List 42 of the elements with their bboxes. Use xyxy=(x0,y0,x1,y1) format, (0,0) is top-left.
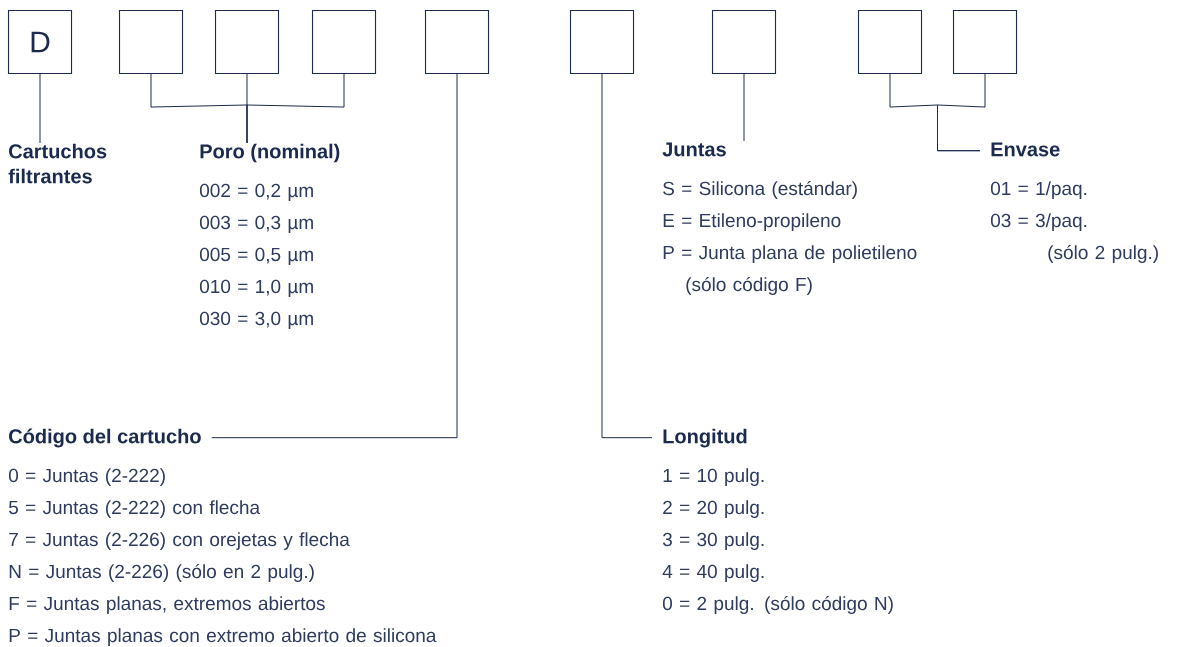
node-label: F = Juntas planas, extremos abiertos xyxy=(9,596,325,614)
node-label: 005 = 0,5 µm xyxy=(199,247,313,265)
heading: Juntas xyxy=(662,142,726,157)
node-label: 0 = Juntas (2-222) xyxy=(8,468,165,486)
option-list: 1 = 10 pulg. 2 = 20 pulg. 3 = 30 pulg. 4 = 40 pulg. 0 = 2 pulg. (sólo código N) xyxy=(662,468,893,614)
empty-box xyxy=(311,9,377,75)
node-label: 010 = 1,0 µm xyxy=(199,279,313,297)
heading: Poro (nominal) xyxy=(200,143,340,163)
connector-line xyxy=(743,73,745,142)
empty-box xyxy=(711,9,777,75)
node-label: N = Juntas (2-226) (sólo en 2 pulg.) xyxy=(9,564,314,582)
empty-box xyxy=(424,9,490,75)
node-label: 003 = 0,3 µm xyxy=(199,215,313,233)
empty-box xyxy=(569,9,635,75)
connector-line xyxy=(246,73,345,144)
letter-box: D xyxy=(7,9,73,75)
heading: Envase xyxy=(991,142,1060,157)
node-label: 5 = Juntas (2-222) con flecha xyxy=(8,500,261,518)
node-label: 7 = Juntas (2-226) con orejetas y flecha xyxy=(9,532,350,550)
option-list: 002 = 0,2 µm 003 = 0,3 µm 005 = 0,5 µm 010 = 1,0 µm 030 = 3,0 µm xyxy=(199,183,313,329)
option-list: S = Silicona (estándar) E = Etileno-propileno P = Junta plana de polietileno (sólo código F) xyxy=(663,181,917,295)
node-label: 4 = 40 pulg. xyxy=(662,564,764,582)
connector-line xyxy=(39,73,41,144)
node-label: 0 = 2 pulg. (sólo código N) xyxy=(662,596,893,614)
option-list: 01 = 1/paq. 03 = 3/paq. (sólo 2 pulg.) xyxy=(990,181,1158,263)
node-label: 030 = 3,0 µm xyxy=(199,311,313,329)
heading: Longitud xyxy=(663,428,747,448)
connector-line xyxy=(601,73,653,439)
empty-box xyxy=(118,9,184,75)
node-label: 2 = 20 pulg. xyxy=(663,500,764,518)
node-label: 002 = 0,2 µm xyxy=(199,183,313,201)
empty-box xyxy=(214,9,280,75)
node-label: P = Juntas planas con extremo abierto de silicona xyxy=(9,628,437,646)
connector-line xyxy=(937,73,986,152)
option-list: 0 = Juntas (2-222) 5 = Juntas (2-222) con flecha 7 = Juntas (2-226) con orejetas y flecha N = Juntas (2-226) (sólo en 2 pulg.) F = Juntas planas, extremos abiertos P = Juntas planas con extremo abierto de silicona xyxy=(8,468,437,646)
connector-line xyxy=(211,73,458,439)
heading: Código del cartucho xyxy=(9,428,201,448)
empty-box xyxy=(857,9,923,75)
node-label: 1 = 10 pulg. xyxy=(663,468,764,486)
empty-box xyxy=(952,9,1018,75)
node-label: 3 = 30 pulg. xyxy=(662,532,764,550)
heading: Cartuchos filtrantes xyxy=(8,143,107,184)
